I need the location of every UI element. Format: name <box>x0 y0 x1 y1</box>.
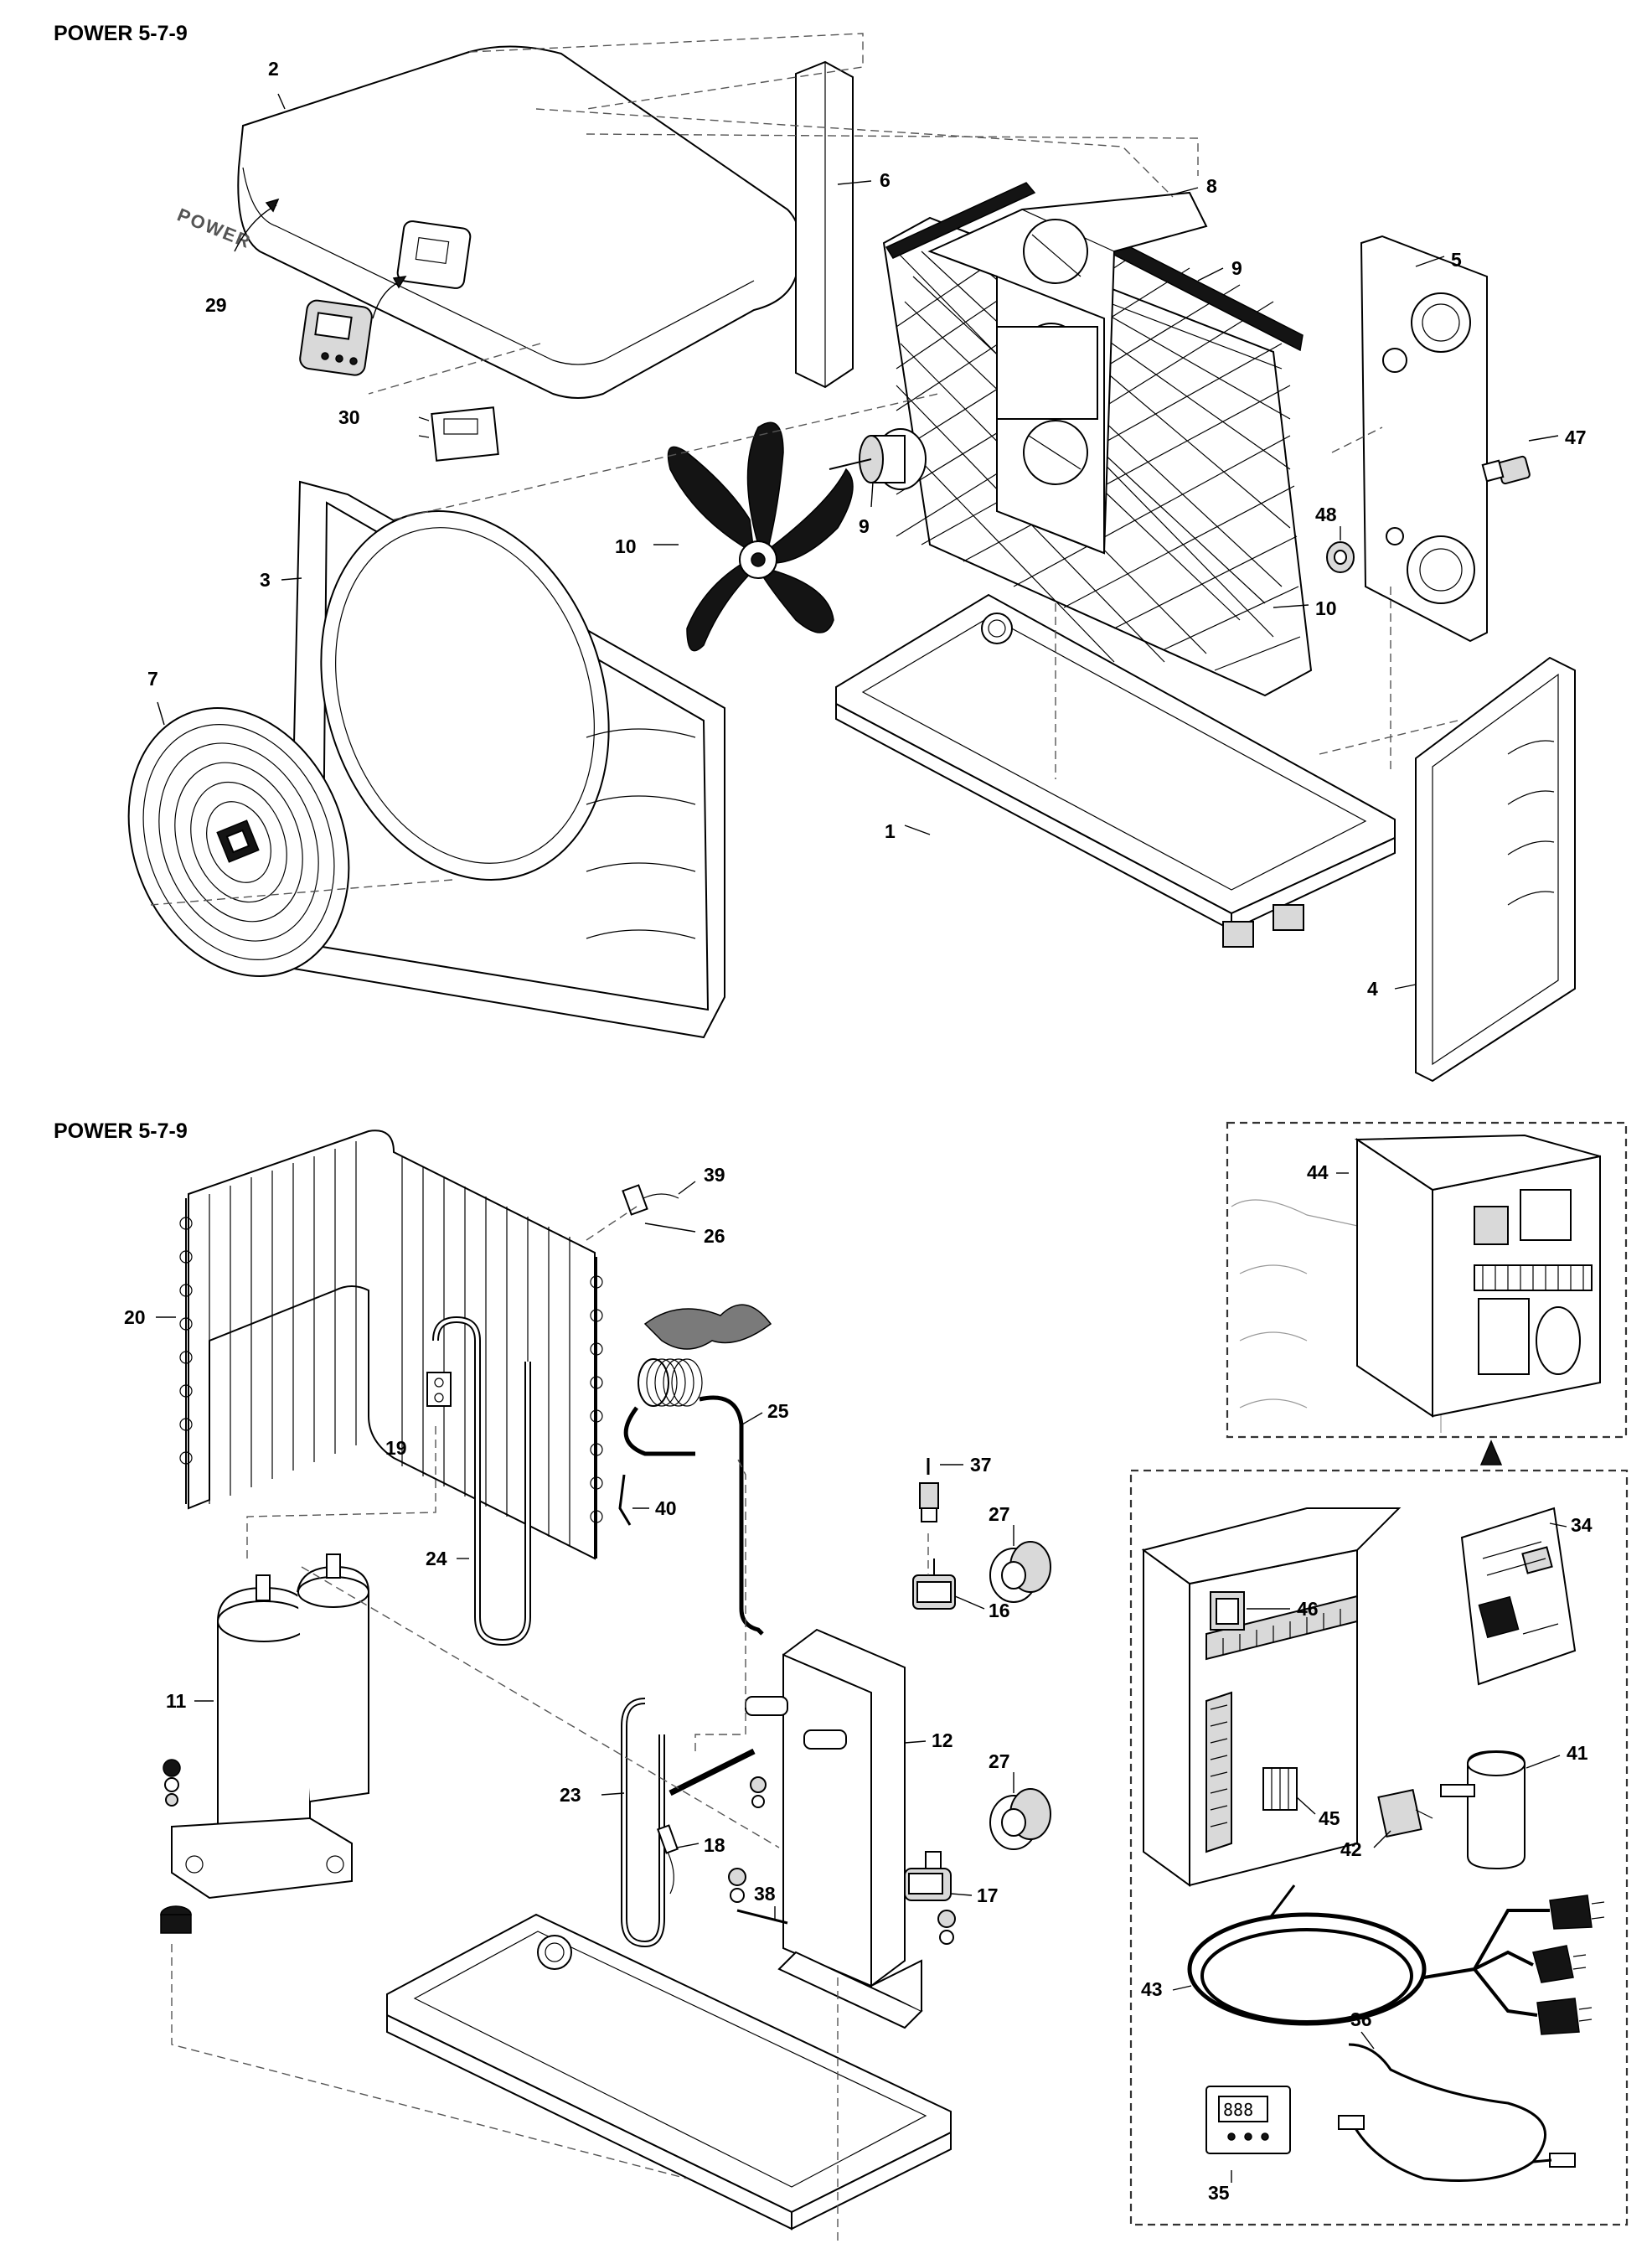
callout-25: 25 <box>767 1400 789 1422</box>
callout-26: 26 <box>704 1225 725 1247</box>
part-front-panel <box>287 480 725 1039</box>
callout-36: 36 <box>1350 2008 1372 2030</box>
callout-43: 43 <box>1141 1978 1163 2000</box>
callout-38: 38 <box>754 1883 776 1905</box>
plug-icon <box>1532 1895 1605 2035</box>
part-flow-sensor <box>919 1458 939 1522</box>
callout-42: 42 <box>1340 1838 1362 1860</box>
callout-34: 34 <box>1571 1514 1593 1536</box>
part-power-cable <box>1187 1884 1550 2026</box>
callout-46: 46 <box>1297 1598 1319 1620</box>
part-drain-tube <box>736 1909 788 1925</box>
part-suction-pipe <box>621 1698 756 1948</box>
callout-37: 37 <box>970 1454 992 1476</box>
part-discharge-pipe <box>432 1316 531 1646</box>
callout-11: 11 <box>166 1690 187 1712</box>
part-base-tray <box>835 593 1396 948</box>
part-fan-blade <box>667 421 854 652</box>
part-display-pcb-small <box>418 406 499 462</box>
part-insulation-wrap <box>643 1304 772 1350</box>
callout-23: 23 <box>560 1784 581 1806</box>
callout-5: 5 <box>1451 249 1462 271</box>
callout-27b: 27 <box>989 1750 1010 1772</box>
callout-7: 7 <box>147 668 158 690</box>
part-electrical-box <box>1141 1507 1402 1887</box>
part-outlet-fitting <box>904 1851 952 1901</box>
callout-20: 20 <box>124 1306 146 1328</box>
callout-48: 48 <box>1315 504 1337 525</box>
callout-10: 10 <box>615 535 637 557</box>
section-title-top: POWER 5-7-9 <box>54 22 188 45</box>
assembly-lines-bottom <box>171 1206 929 2246</box>
section-title-bottom: POWER 5-7-9 <box>54 1119 188 1143</box>
part-rear-plate <box>1360 235 1488 643</box>
callout-2: 2 <box>268 58 279 80</box>
callout-30: 30 <box>338 406 360 428</box>
part-relay <box>1377 1788 1433 1838</box>
part-terminal-block <box>1262 1767 1298 1811</box>
callout-12: 12 <box>932 1729 953 1751</box>
part-fan-guard <box>127 707 350 977</box>
callout-22: 10 <box>1315 597 1337 619</box>
callout-45: 45 <box>1319 1807 1340 1829</box>
part-display-board: 888 <box>1205 2086 1291 2154</box>
part-fan-bracket <box>927 191 1208 555</box>
part-union-bottom <box>989 1788 1051 1850</box>
callout-29: 29 <box>205 294 227 316</box>
callout-3: 3 <box>260 569 271 591</box>
part-main-switch <box>1210 1591 1245 1631</box>
lid-display-window <box>396 220 472 289</box>
part-heat-exchanger <box>745 1628 923 2029</box>
part-pipe-clamp <box>426 1372 452 1407</box>
part-flow-switch <box>912 1559 956 1610</box>
callout-47: 47 <box>1565 426 1587 448</box>
callouts-bottom: 39 26 20 19 25 40 24 37 27 16 11 12 27 2… <box>124 1161 1593 2204</box>
part-seal-strip <box>885 182 1304 352</box>
part-union-top <box>989 1541 1051 1603</box>
callout-16: 16 <box>989 1600 1010 1621</box>
pointer-arrow-icon <box>1479 1440 1503 1466</box>
part-fixing-set <box>728 1776 956 1945</box>
callout-40: 40 <box>655 1497 677 1519</box>
part-cable-gland <box>1481 455 1531 485</box>
callout-17: 17 <box>977 1884 999 1906</box>
part-base-tray-bottom <box>386 1913 952 2231</box>
part-side-panel <box>1415 656 1576 1083</box>
part-probe <box>618 1474 632 1526</box>
part-grommet <box>1326 541 1355 573</box>
part-corner-post <box>795 60 854 389</box>
part-control-housing <box>1231 1134 1601 1433</box>
part-signal-cable <box>1338 2043 1576 2182</box>
callout-39: 39 <box>704 1164 725 1186</box>
part-temperature-sensor <box>622 1184 679 1216</box>
callout-6: 6 <box>880 169 891 191</box>
callout-27: 27 <box>989 1503 1010 1525</box>
callout-1: 1 <box>885 820 896 842</box>
callout-24: 24 <box>426 1548 447 1569</box>
assembly-lines-top <box>150 33 1458 906</box>
detail-box-control-housing <box>1226 1121 1628 1439</box>
detail-box-electrical-components <box>1129 1469 1629 2226</box>
callout-9: 9 <box>859 515 870 537</box>
callout-44: 44 <box>1307 1161 1329 1183</box>
part-capillary-tube <box>623 1358 764 1636</box>
part-keypad-overlay <box>299 276 407 376</box>
callout-41: 41 <box>1567 1742 1588 1764</box>
callout-19: 19 <box>385 1437 407 1459</box>
callout-35: 35 <box>1208 2182 1230 2204</box>
part-condenser-coil <box>179 1130 603 1560</box>
callout-8: 8 <box>1206 175 1217 197</box>
display-readout: 888 <box>1223 2100 1253 2120</box>
callout-18: 18 <box>704 1834 725 1856</box>
callout-4: 4 <box>1367 978 1378 1000</box>
part-capacitor <box>1440 1750 1526 1870</box>
part-main-pcb <box>1460 1507 1577 1686</box>
callout-21: 9 <box>1231 257 1242 279</box>
part-fan-motor <box>829 428 927 490</box>
callouts-top: 2 6 8 9 5 47 48 10 9 10 3 7 1 4 29 30 <box>147 58 1587 1000</box>
part-compressor <box>160 1553 369 1934</box>
part-pressure-switch <box>657 1824 679 1895</box>
